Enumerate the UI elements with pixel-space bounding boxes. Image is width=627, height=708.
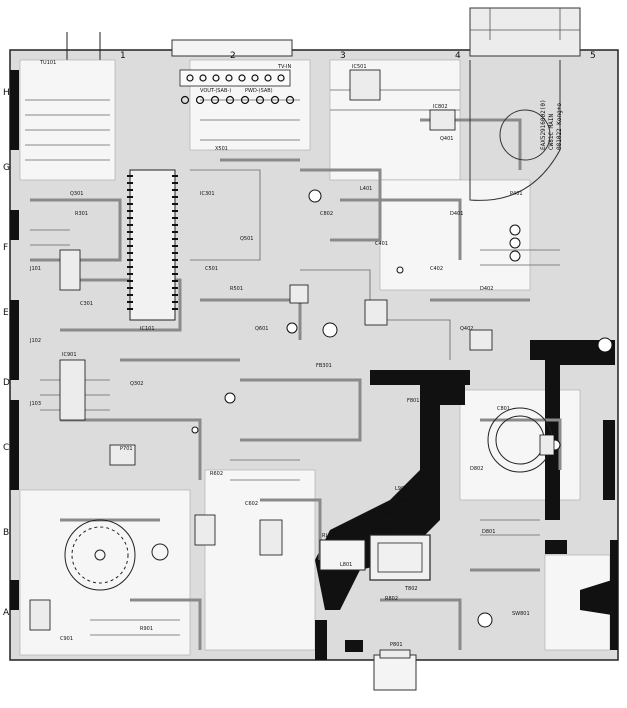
ref-label: C301 bbox=[80, 301, 93, 307]
ref-label: IC101 bbox=[140, 326, 155, 332]
ref-label: L801 bbox=[340, 562, 352, 568]
header-pads bbox=[180, 95, 295, 105]
ref-label: D401 bbox=[450, 211, 463, 217]
ref-label: C802 bbox=[320, 211, 333, 217]
ref-label: R901 bbox=[140, 626, 153, 632]
round-components bbox=[191, 189, 613, 628]
edge-markers-left: A B C D E F G H bbox=[3, 88, 10, 618]
ref-label: J103 bbox=[29, 401, 41, 407]
ref-label: R501 bbox=[230, 286, 243, 292]
ref-label: J102 bbox=[29, 338, 41, 344]
ref-label: J101 bbox=[29, 266, 41, 272]
ref-label: X501 bbox=[215, 146, 228, 152]
crt-socket bbox=[64, 519, 169, 591]
ref-label: Q301 bbox=[70, 191, 83, 197]
ref-label: R802 bbox=[385, 596, 398, 602]
ref-label: C801 bbox=[497, 406, 510, 412]
bottom-connector-tab bbox=[373, 654, 417, 691]
edge-marker-d: D bbox=[3, 378, 10, 388]
header-label-a: VOUT-(SAB-) bbox=[200, 88, 231, 94]
edge-markers-top: 1 2 3 4 5 bbox=[120, 51, 596, 61]
ref-label: D801 bbox=[482, 529, 495, 535]
edge-marker-c: C bbox=[3, 443, 9, 453]
ref-label: C602 bbox=[245, 501, 258, 507]
ref-label: TU101 bbox=[39, 60, 56, 66]
top-connector-tab bbox=[171, 39, 293, 57]
ref-label: Q402 bbox=[460, 326, 473, 332]
board-id: EAX52916002(0) CW81C MAIN 081022 Kong+o bbox=[540, 99, 563, 150]
reference-designators: TU101 IC101 IC501 IC801 IC802 IC901 Q401… bbox=[29, 60, 530, 648]
ref-label: RL801 bbox=[322, 533, 338, 539]
main-ic bbox=[127, 169, 178, 321]
ref-label: P801 bbox=[390, 642, 403, 648]
ref-label: T802 bbox=[404, 586, 418, 592]
ref-label: IC501 bbox=[352, 64, 367, 70]
flyback-housing bbox=[469, 7, 581, 57]
edge-marker-3: 3 bbox=[340, 51, 346, 61]
ref-label: C501 bbox=[205, 266, 218, 272]
relay bbox=[319, 539, 366, 571]
edge-marker-f: F bbox=[3, 243, 8, 253]
ref-label: Q401 bbox=[440, 136, 453, 142]
edge-marker-e: E bbox=[3, 308, 9, 318]
ref-label: C402 bbox=[430, 266, 443, 272]
ref-label: IC901 bbox=[62, 352, 77, 358]
ref-label: D802 bbox=[470, 466, 483, 472]
ref-label: Q302 bbox=[130, 381, 143, 387]
ref-label: C901 bbox=[60, 636, 73, 642]
ref-label: Q501 bbox=[240, 236, 253, 242]
ref-label: IC301 bbox=[200, 191, 215, 197]
small-ics bbox=[29, 69, 555, 659]
ref-label: C401 bbox=[375, 241, 388, 247]
ref-label: R801 bbox=[400, 498, 413, 504]
ref-label: IC801 bbox=[375, 528, 390, 534]
board-date-line: 081022 Kong+o bbox=[556, 103, 563, 150]
header-label-c: TV-IN bbox=[277, 64, 291, 70]
ref-label: F801 bbox=[407, 398, 419, 404]
flyback-outline bbox=[470, 8, 580, 40]
edge-marker-h: H bbox=[3, 88, 10, 98]
ref-label: FB301 bbox=[316, 363, 332, 369]
ref-label: Q601 bbox=[255, 326, 268, 332]
edge-marker-b: B bbox=[3, 528, 9, 538]
ref-label: IC802 bbox=[433, 104, 448, 110]
edge-marker-5: 5 bbox=[590, 51, 596, 61]
ref-label: T801 bbox=[409, 524, 423, 530]
edge-marker-2: 2 bbox=[230, 51, 236, 61]
ref-label: TH801 bbox=[377, 512, 394, 518]
board-model-line: CW81C MAIN bbox=[548, 113, 555, 150]
power-transformer bbox=[369, 534, 431, 581]
left-edge-connector bbox=[10, 70, 19, 610]
flyback-core bbox=[469, 60, 561, 201]
top-pin-header bbox=[179, 69, 291, 87]
ref-label: L401 bbox=[360, 186, 372, 192]
board-part-number: EAX52916002(0) bbox=[540, 99, 547, 150]
ref-label: L901 bbox=[395, 486, 407, 492]
edge-marker-g: G bbox=[3, 163, 10, 173]
header-label-b: PWD-(SAB) bbox=[245, 88, 273, 94]
ref-label: SW801 bbox=[512, 611, 530, 617]
edge-marker-a: A bbox=[3, 608, 10, 618]
ref-label: P401 bbox=[510, 191, 523, 197]
edge-marker-1: 1 bbox=[120, 51, 126, 61]
ref-label: D402 bbox=[480, 286, 493, 292]
ref-label: R301 bbox=[75, 211, 88, 217]
ref-label: P701 bbox=[120, 446, 133, 452]
edge-marker-4: 4 bbox=[455, 51, 461, 61]
ref-label: R602 bbox=[210, 471, 223, 477]
